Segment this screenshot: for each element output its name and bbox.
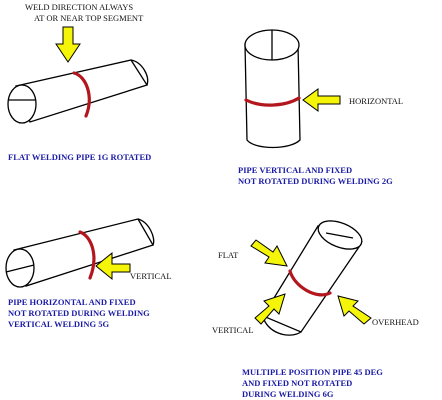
- caption-5g-line-2: NOT ROTATED DURING WELDING: [8, 308, 150, 318]
- weld-bead-1g: [72, 71, 91, 118]
- weld-bead-5g: [78, 230, 96, 280]
- pipe-1g-end-opening: [7, 84, 37, 124]
- label-vertical-6g: VERTICAL: [212, 325, 254, 335]
- caption-6g-line-1: MULTIPLE POSITION PIPE 45 DEG: [242, 367, 383, 377]
- caption-5g-line-3: VERTICAL WELDING 5G: [8, 319, 109, 329]
- panel-2g-vertical: HORIZONTAL PIPE VERTICAL AND FIXED NOT R…: [238, 29, 403, 186]
- note-line-1: WELD DIRECTION ALWAYS: [25, 2, 133, 12]
- weld-bead-2g: [244, 96, 301, 107]
- caption-6g-line-2: AND FIXED NOT ROTATED: [242, 378, 352, 388]
- caption-1g: FLAT WELDING PIPE 1G ROTATED: [8, 152, 151, 162]
- pipe-1g: [7, 59, 149, 124]
- label-vertical-5g: VERTICAL: [130, 271, 172, 281]
- yellow-arrow-icon: [337, 295, 372, 325]
- yellow-arrow-icon: [302, 88, 341, 112]
- pipe-5g-cross-line: [5, 264, 35, 273]
- caption-2g-line-2: NOT ROTATED DURING WELDING 2G: [238, 176, 393, 186]
- caption-6g-line-3: DURING WELDING 6G: [242, 389, 334, 399]
- pipe-6g-cross-line: [325, 232, 354, 239]
- pipe-5g: [5, 218, 155, 288]
- label-flat-6g: FLAT: [218, 250, 239, 260]
- weld-bead-6g: [288, 269, 332, 297]
- label-horizontal: HORIZONTAL: [349, 96, 403, 106]
- label-overhead-6g: OVERHEAD: [372, 317, 419, 327]
- panel-6g-multi: FLAT VERTICAL OVERHEAD MULTIPLE POSITION…: [212, 220, 419, 399]
- note-line-2: AT OR NEAR TOP SEGMENT: [34, 13, 144, 23]
- panel-1g-flat: WELD DIRECTION ALWAYS AT OR NEAR TOP SEG…: [7, 2, 151, 162]
- yellow-arrow-icon: [250, 239, 288, 267]
- panel-5g-horizontal: VERTICAL PIPE HORIZONTAL AND FIXED NOT R…: [5, 218, 172, 329]
- yellow-arrow-icon: [95, 251, 131, 281]
- yellow-arrow-icon: [254, 293, 286, 325]
- pipe-6g: [262, 220, 363, 336]
- caption-2g-line-1: PIPE VERTICAL AND FIXED: [238, 165, 352, 175]
- yellow-arrow-icon: [55, 26, 81, 63]
- caption-5g-line-1: PIPE HORIZONTAL AND FIXED: [8, 297, 136, 307]
- pipe-2g: [244, 29, 301, 149]
